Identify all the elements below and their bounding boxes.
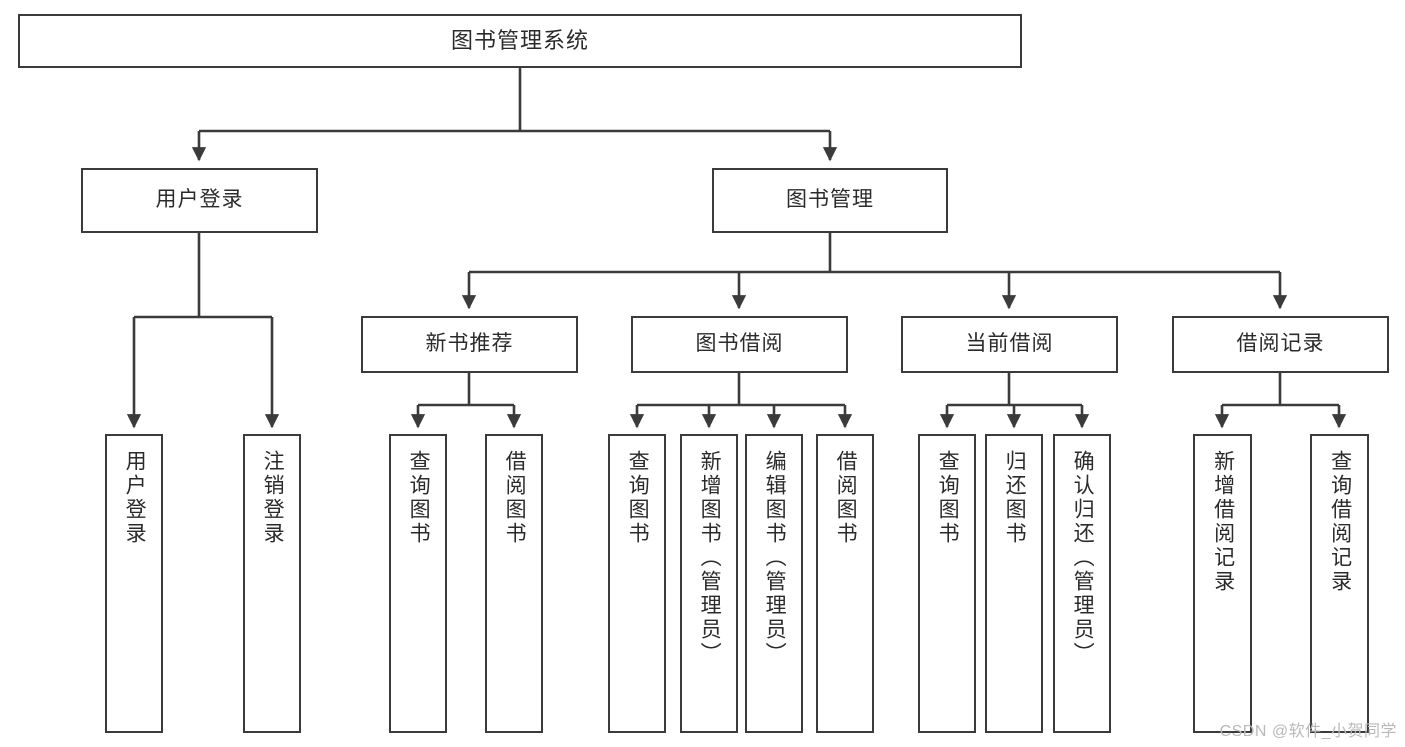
leaf-edit-book-admin[interactable]: 编辑图书（管理员） xyxy=(745,434,803,733)
node-label: 查询图书 xyxy=(936,450,960,546)
node-label: 新增图书（管理员） xyxy=(698,450,722,666)
node-label: 用户登录 xyxy=(123,450,147,546)
leaf-borrow-book[interactable]: 借阅图书 xyxy=(816,434,874,733)
node-current-borrow[interactable]: 当前借阅 xyxy=(901,316,1118,373)
node-label: 查询图书 xyxy=(626,450,650,546)
new-book-recommend-to-leaves-connectors xyxy=(410,373,522,429)
book-management-to-level3-connectors xyxy=(461,233,1288,310)
node-label: 查询借阅记录 xyxy=(1328,450,1352,594)
leaf-add-book-admin[interactable]: 新增图书（管理员） xyxy=(680,434,738,733)
node-user-login[interactable]: 用户登录 xyxy=(81,168,318,233)
leaf-query-borrow-record[interactable]: 查询借阅记录 xyxy=(1310,434,1369,733)
node-label: 归还图书 xyxy=(1003,450,1027,546)
user-login-to-leaves-connectors xyxy=(126,233,280,429)
leaf-borrow-book-recommend[interactable]: 借阅图书 xyxy=(485,434,543,733)
leaf-logout-login[interactable]: 注销登录 xyxy=(243,434,301,733)
leaf-confirm-return-admin[interactable]: 确认归还（管理员） xyxy=(1053,434,1111,733)
node-borrow-record[interactable]: 借阅记录 xyxy=(1172,316,1389,373)
current-borrow-to-leaves-connectors xyxy=(939,373,1090,429)
leaf-query-book-borrow[interactable]: 查询图书 xyxy=(608,434,666,733)
node-root-system[interactable]: 图书管理系统 xyxy=(18,14,1022,68)
root-to-level2-connectors xyxy=(191,68,838,162)
node-label: 新增借阅记录 xyxy=(1211,450,1235,594)
node-label: 借阅记录 xyxy=(1236,332,1325,356)
node-label: 查询图书 xyxy=(407,450,431,546)
leaf-return-book[interactable]: 归还图书 xyxy=(985,434,1043,733)
node-book-borrow[interactable]: 图书借阅 xyxy=(631,316,848,373)
watermark-text: CSDN @软件_小贺同学 xyxy=(1219,723,1397,740)
leaf-add-borrow-record[interactable]: 新增借阅记录 xyxy=(1193,434,1252,733)
leaf-query-book-current[interactable]: 查询图书 xyxy=(918,434,976,733)
borrow-record-to-leaves-connectors xyxy=(1214,373,1347,429)
node-label: 确认归还（管理员） xyxy=(1071,450,1095,666)
node-label: 图书借阅 xyxy=(695,332,784,356)
node-new-book-recommend[interactable]: 新书推荐 xyxy=(361,316,578,373)
node-label: 图书管理系统 xyxy=(450,28,589,54)
node-label: 当前借阅 xyxy=(965,332,1054,356)
leaf-query-book-recommend[interactable]: 查询图书 xyxy=(389,434,447,733)
node-label: 编辑图书（管理员） xyxy=(763,450,787,666)
node-label: 用户登录 xyxy=(155,188,244,212)
node-label: 新书推荐 xyxy=(425,332,514,356)
node-label: 图书管理 xyxy=(786,188,874,212)
node-label: 借阅图书 xyxy=(503,450,527,546)
node-label: 注销登录 xyxy=(261,450,285,546)
book-borrow-to-leaves-connectors xyxy=(629,373,853,429)
leaf-user-login[interactable]: 用户登录 xyxy=(105,434,163,733)
node-label: 借阅图书 xyxy=(834,450,858,546)
node-book-management[interactable]: 图书管理 xyxy=(712,168,948,233)
